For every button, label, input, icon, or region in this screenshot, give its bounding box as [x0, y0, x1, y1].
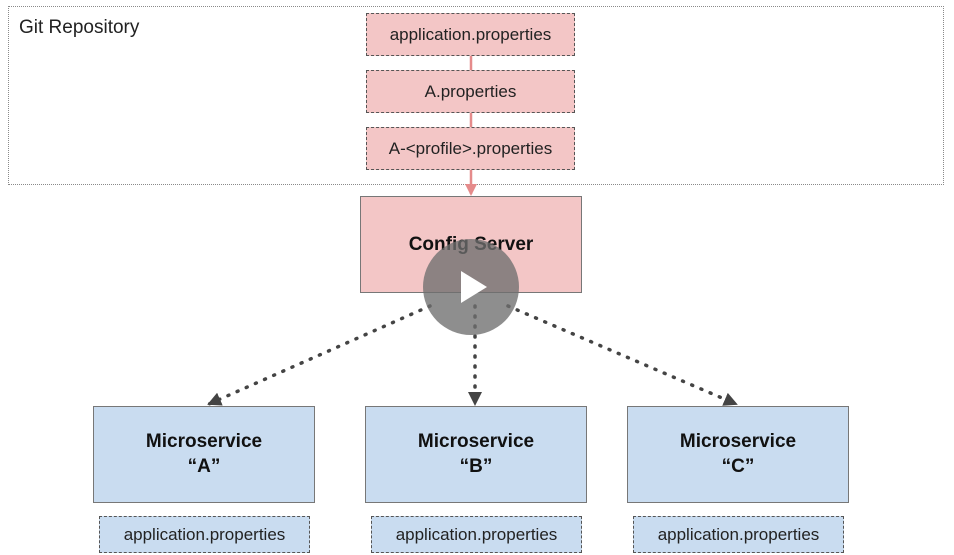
server-to-microservice-c-arrow — [506, 304, 738, 406]
microservice-c-id: “C” — [721, 455, 755, 477]
repo-file-a-profile-properties: A-<profile>.properties — [366, 127, 575, 170]
git-repository-label: Git Repository — [19, 17, 140, 38]
microservice-a-box: Microservice “A” — [93, 406, 315, 503]
microservice-a-name: Microservice — [145, 431, 263, 453]
microservice-a-file: application.properties — [99, 516, 310, 553]
microservice-c-box: Microservice “C” — [627, 406, 849, 503]
repo-file-application-properties: application.properties — [366, 13, 575, 56]
microservice-b-box: Microservice “B” — [365, 406, 587, 503]
repo-file-a-properties: A.properties — [366, 70, 575, 113]
play-button[interactable] — [423, 239, 519, 335]
microservice-c-file: application.properties — [633, 516, 844, 553]
microservice-b-file: application.properties — [371, 516, 582, 553]
play-icon — [461, 271, 487, 303]
microservice-c-name: Microservice — [679, 431, 797, 453]
server-to-microservice-a-arrow — [207, 304, 432, 406]
microservice-b-id: “B” — [459, 455, 493, 477]
microservice-b-name: Microservice — [417, 431, 535, 453]
microservice-a-id: “A” — [187, 455, 221, 477]
